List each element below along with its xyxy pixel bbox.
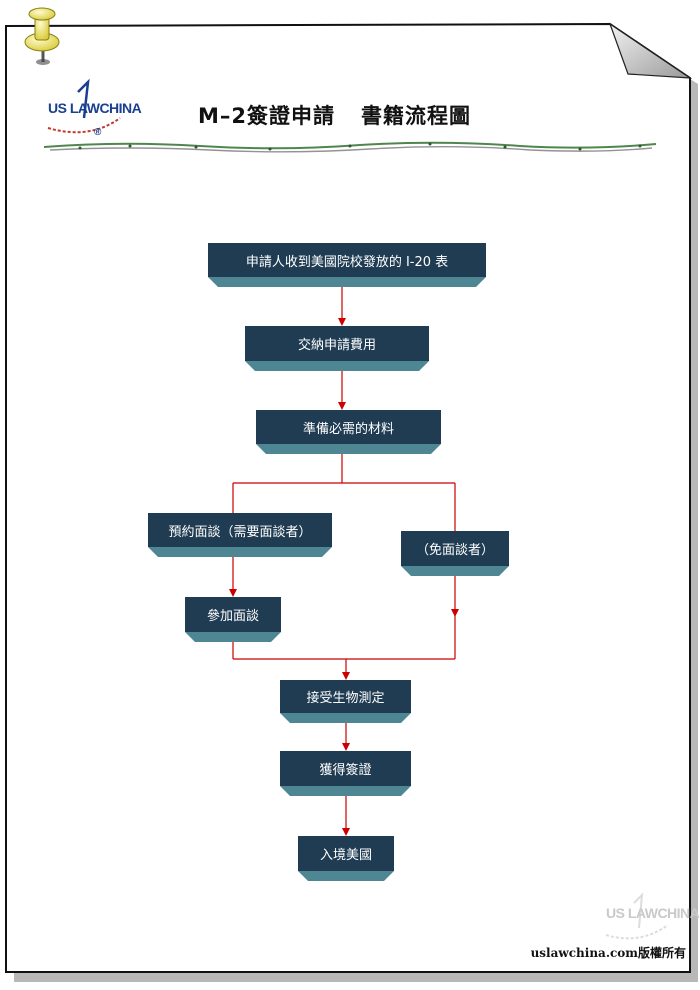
node-receive-i20: 申請人收到美國院校發放的 I-20 表: [208, 243, 486, 287]
node-enter-us: 入境美國: [298, 836, 394, 881]
copyright-text: uslawchina.com版權所有: [530, 946, 686, 960]
node-attend-interview: 參加面談: [185, 597, 281, 642]
page-title: M–2簽證申請 書籍流程圖: [198, 100, 471, 130]
flow-connectors: [232, 286, 456, 834]
node-receive-i20-label: 申請人收到美國院校發放的 I-20 表: [208, 243, 486, 277]
node-attend-interview-label: 參加面談: [185, 597, 281, 632]
title-main: M–2簽證申請: [198, 104, 336, 128]
node-get-visa: 獲得簽證: [280, 751, 411, 796]
node-get-visa-label: 獲得簽證: [280, 751, 411, 786]
node-no-interview: （免面談者）: [401, 531, 509, 576]
node-no-interview-label: （免面談者）: [401, 531, 509, 566]
watermark-logo-icon: [605, 892, 669, 940]
node-pay-fee: 交納申請費用: [245, 326, 429, 371]
logo-text: US LAWCHINA: [48, 100, 142, 116]
node-book-interview-label: 預約面談（需要面談者）: [148, 513, 332, 547]
node-prepare-materials-label: 準備必需的材料: [256, 410, 441, 444]
header-rule: [43, 141, 657, 153]
logo-registered-mark: ®: [94, 127, 102, 138]
pushpin-icon: [24, 7, 60, 65]
node-enter-us-label: 入境美國: [298, 836, 394, 871]
node-prepare-materials: 準備必需的材料: [256, 410, 441, 454]
node-biometrics-label: 接受生物測定: [280, 680, 411, 713]
title-sub: 書籍流程圖: [361, 104, 472, 128]
flow-arrowheads: [229, 318, 459, 836]
rule-dots: [78, 142, 642, 151]
logo-icon: [47, 78, 121, 134]
node-pay-fee-label: 交納申請費用: [245, 326, 429, 361]
node-book-interview: 預約面談（需要面談者）: [148, 513, 332, 557]
node-biometrics: 接受生物測定: [280, 680, 411, 723]
watermark-logo-text: US LAWCHINA: [606, 905, 700, 921]
